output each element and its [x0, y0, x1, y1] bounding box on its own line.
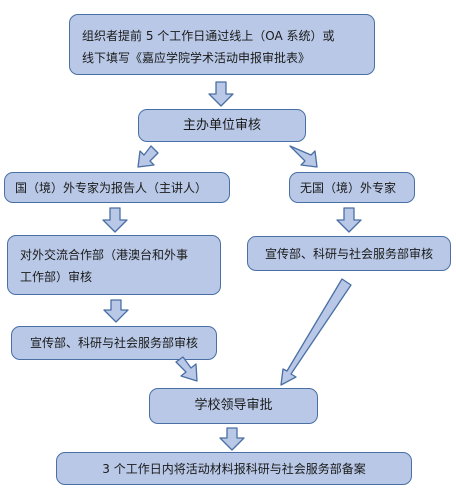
arrow-host-to-foreign-speaker	[137, 145, 159, 168]
foreign-speaker-label: 国（境）外专家为报告人（主讲人）	[15, 180, 208, 195]
no-foreign-expert-label: 无国（境）外专家	[300, 180, 397, 195]
arrow-host-to-no-foreign	[289, 145, 318, 168]
publicity-review-left-label: 宣传部、科研与社会服务部审核	[29, 336, 198, 350]
school-leader-approval-label: 学校领导审批	[194, 398, 273, 413]
external-affairs-line1: 对外交流合作部（港澳台和外事	[20, 248, 189, 262]
submit-application-box: 组织者提前 5 个工作日通过线上（OA 系统）或 线下填写《嘉应学院学术活动申报…	[69, 14, 375, 75]
school-leader-approval-box: 学校领导审批	[149, 388, 318, 424]
filing-label: 3 个工作日内将活动材料报科研与社会服务部备案	[102, 461, 366, 476]
publicity-review-right-box: 宣传部、科研与社会服务部审核	[247, 236, 451, 271]
host-unit-review-label: 主办单位审核	[182, 117, 261, 133]
filing-box: 3 个工作日内将活动材料报科研与社会服务部备案	[56, 452, 412, 485]
arrow-no-foreign-to-publicity-right	[336, 207, 362, 233]
foreign-speaker-box: 国（境）外专家为报告人（主讲人）	[4, 172, 230, 203]
host-unit-review-box: 主办单位审核	[138, 109, 306, 142]
arrow-publicity-right-to-leader	[280, 278, 352, 386]
arrow-publicity-left-to-leader	[175, 356, 198, 382]
submit-application-line1: 组织者提前 5 个工作日通过线上（OA 系统）或	[82, 29, 335, 43]
submit-application-line2: 线下填写《嘉应学院学术活动申报审批表》	[82, 51, 311, 65]
external-affairs-line2: 工作部）审核	[20, 270, 93, 284]
publicity-review-right-label: 宣传部、科研与社会服务部审核	[264, 246, 433, 261]
publicity-review-left-box: 宣传部、科研与社会服务部审核	[11, 326, 217, 360]
arrow-foreign-to-external-affairs	[102, 207, 128, 233]
arrow-external-affairs-to-publicity-left	[103, 299, 129, 323]
external-affairs-review-box: 对外交流合作部（港澳台和外事 工作部）审核	[7, 235, 221, 295]
arrow-leader-to-filing	[219, 427, 245, 451]
arrow-submit-to-host-review	[208, 81, 234, 107]
no-foreign-expert-box: 无国（境）外专家	[289, 172, 415, 203]
